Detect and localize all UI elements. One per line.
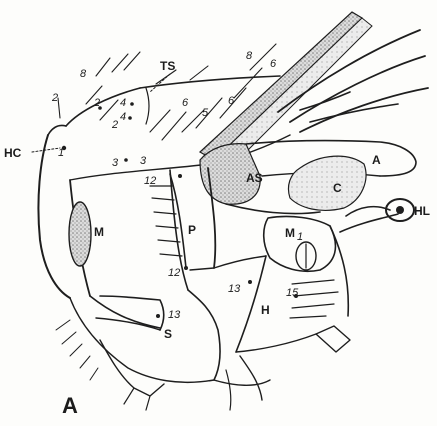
label-hl: HL: [414, 204, 430, 218]
label-s: S: [164, 327, 172, 341]
number-5: 5: [202, 107, 209, 119]
number-6-top: 6: [270, 58, 277, 70]
number-8-left: 8: [80, 68, 87, 80]
label-p: P: [188, 223, 196, 237]
label-m1-subscript: 1: [297, 231, 303, 243]
number-4-upper: 4: [120, 97, 126, 109]
axillary-region: [200, 141, 416, 214]
label-m1: M: [285, 226, 295, 240]
leader-lines: [32, 74, 170, 152]
number-13-left: 13: [168, 309, 181, 321]
number-2-lower: 2: [111, 119, 118, 131]
number-3-left: 3: [112, 157, 119, 169]
number-6-mid: 6: [182, 97, 189, 109]
label-hc: HC: [4, 146, 22, 160]
label-a: A: [372, 153, 381, 167]
h-region: [236, 256, 350, 352]
number-15: 15: [286, 287, 299, 299]
number-13-right: 13: [228, 283, 241, 295]
number-4-lower: 4: [120, 111, 126, 123]
label-h: H: [261, 303, 270, 317]
number-3-right: 3: [140, 155, 147, 167]
wing-bases: [200, 12, 428, 166]
number-2-mid: 2: [93, 97, 100, 109]
number-1: 1: [58, 147, 64, 159]
panel-label: A: [62, 393, 78, 418]
label-m: M: [94, 225, 104, 239]
sternum-region: [70, 290, 270, 410]
number-6-right: 6: [228, 95, 235, 107]
number-8-right: 8: [246, 50, 253, 62]
number-12-upper: 12: [144, 175, 156, 187]
label-ts: TS: [160, 59, 175, 73]
label-c: C: [333, 181, 342, 195]
label-as: AS: [246, 171, 263, 185]
ridge-12: [150, 174, 186, 268]
number-2-left: 2: [51, 92, 58, 104]
number-12-lower: 12: [168, 267, 180, 279]
